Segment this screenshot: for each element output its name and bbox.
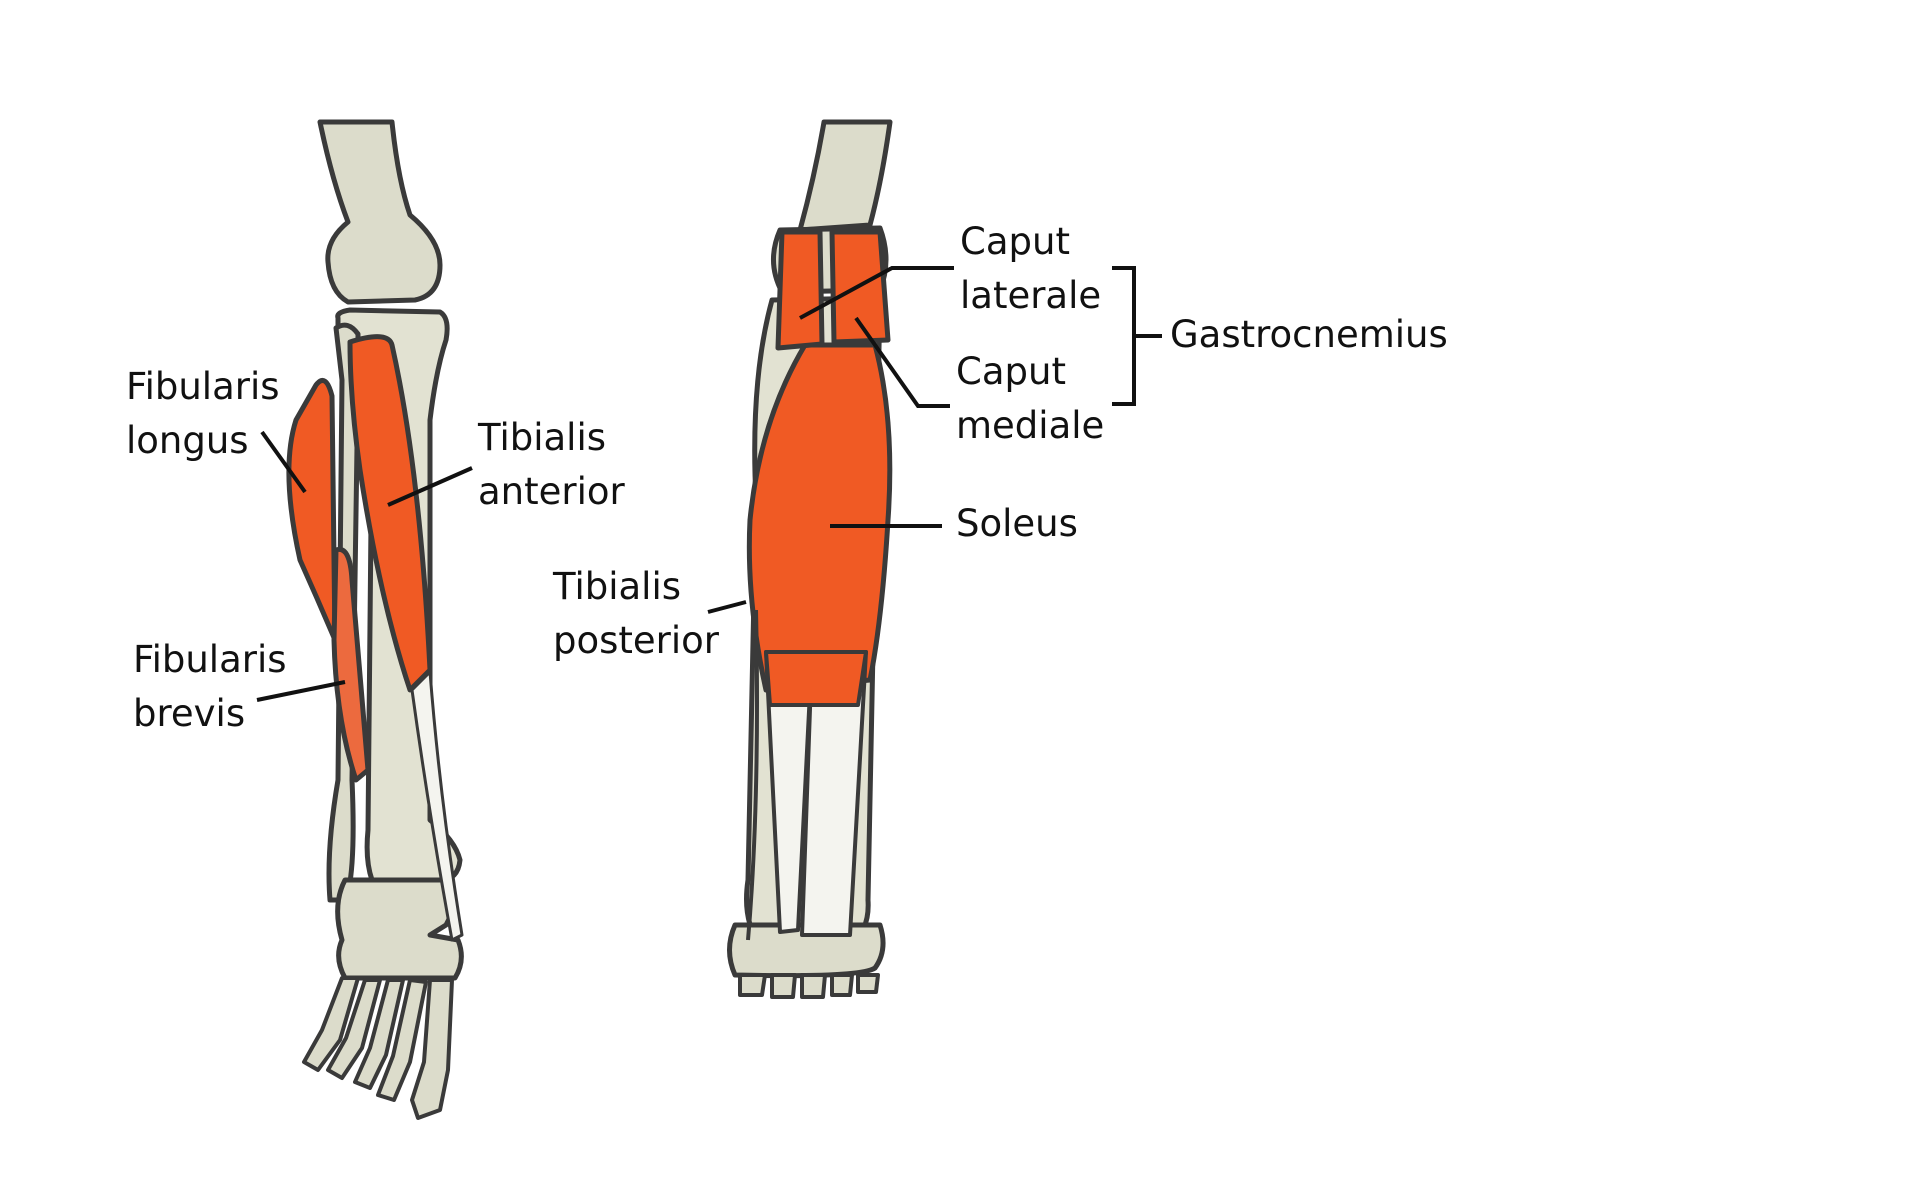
fibularis-brevis-leader xyxy=(256,680,346,702)
label-fibularis-longus: Fibularis longus xyxy=(126,360,280,467)
label-line: longus xyxy=(126,418,249,462)
toes-posterior xyxy=(738,973,880,999)
label-line: laterale xyxy=(960,273,1102,317)
label-line: Soleus xyxy=(956,502,1078,545)
label-line: Tibialis xyxy=(553,565,682,608)
label-line: anterior xyxy=(478,469,625,513)
label-line: Fibularis xyxy=(126,365,280,408)
label-line: posterior xyxy=(553,618,720,662)
label-caput-mediale: Caput mediale xyxy=(956,345,1104,452)
label-line: brevis xyxy=(133,691,246,735)
tibialis-posterior-tendon xyxy=(746,609,759,941)
tibialis-anterior-muscle xyxy=(347,334,433,693)
posterior-leg-view xyxy=(727,119,893,999)
label-line: Caput xyxy=(960,220,1070,263)
label-line: Caput xyxy=(956,350,1066,393)
label-line: Tibialis xyxy=(478,416,607,459)
caput-laterale-leader xyxy=(799,266,954,320)
fibularis-longus-leader xyxy=(260,430,307,494)
label-line: Fibularis xyxy=(133,638,287,681)
fibularis-brevis-muscle xyxy=(331,546,371,783)
caput-laterale-muscle xyxy=(775,229,825,351)
soleus-lower-band xyxy=(764,650,868,707)
tibialis-posterior-leader xyxy=(707,600,747,614)
femur xyxy=(317,119,443,305)
femur-posterior xyxy=(797,119,893,233)
label-line: mediale xyxy=(956,403,1105,447)
label-line: Gastrocnemius xyxy=(1170,313,1448,356)
tibialis-anterior-tendon xyxy=(410,670,464,942)
label-tibialis-anterior: Tibialis anterior xyxy=(478,411,625,518)
fibularis-longus-muscle xyxy=(286,377,338,643)
tibialis-anterior-leader xyxy=(387,466,473,507)
label-soleus: Soleus xyxy=(956,497,1078,551)
gastrocnemius-bracket xyxy=(1112,266,1162,406)
label-gastrocnemius: Gastrocnemius xyxy=(1170,308,1448,362)
toes-anterior xyxy=(302,976,454,1120)
leader-lines xyxy=(256,266,1162,702)
label-tibialis-posterior: Tibialis posterior xyxy=(553,560,719,667)
anterior-leg-view xyxy=(286,119,464,1120)
label-caput-laterale: Caput laterale xyxy=(960,215,1101,322)
label-fibularis-brevis: Fibularis brevis xyxy=(133,633,287,740)
caput-mediale-leader xyxy=(854,316,950,408)
